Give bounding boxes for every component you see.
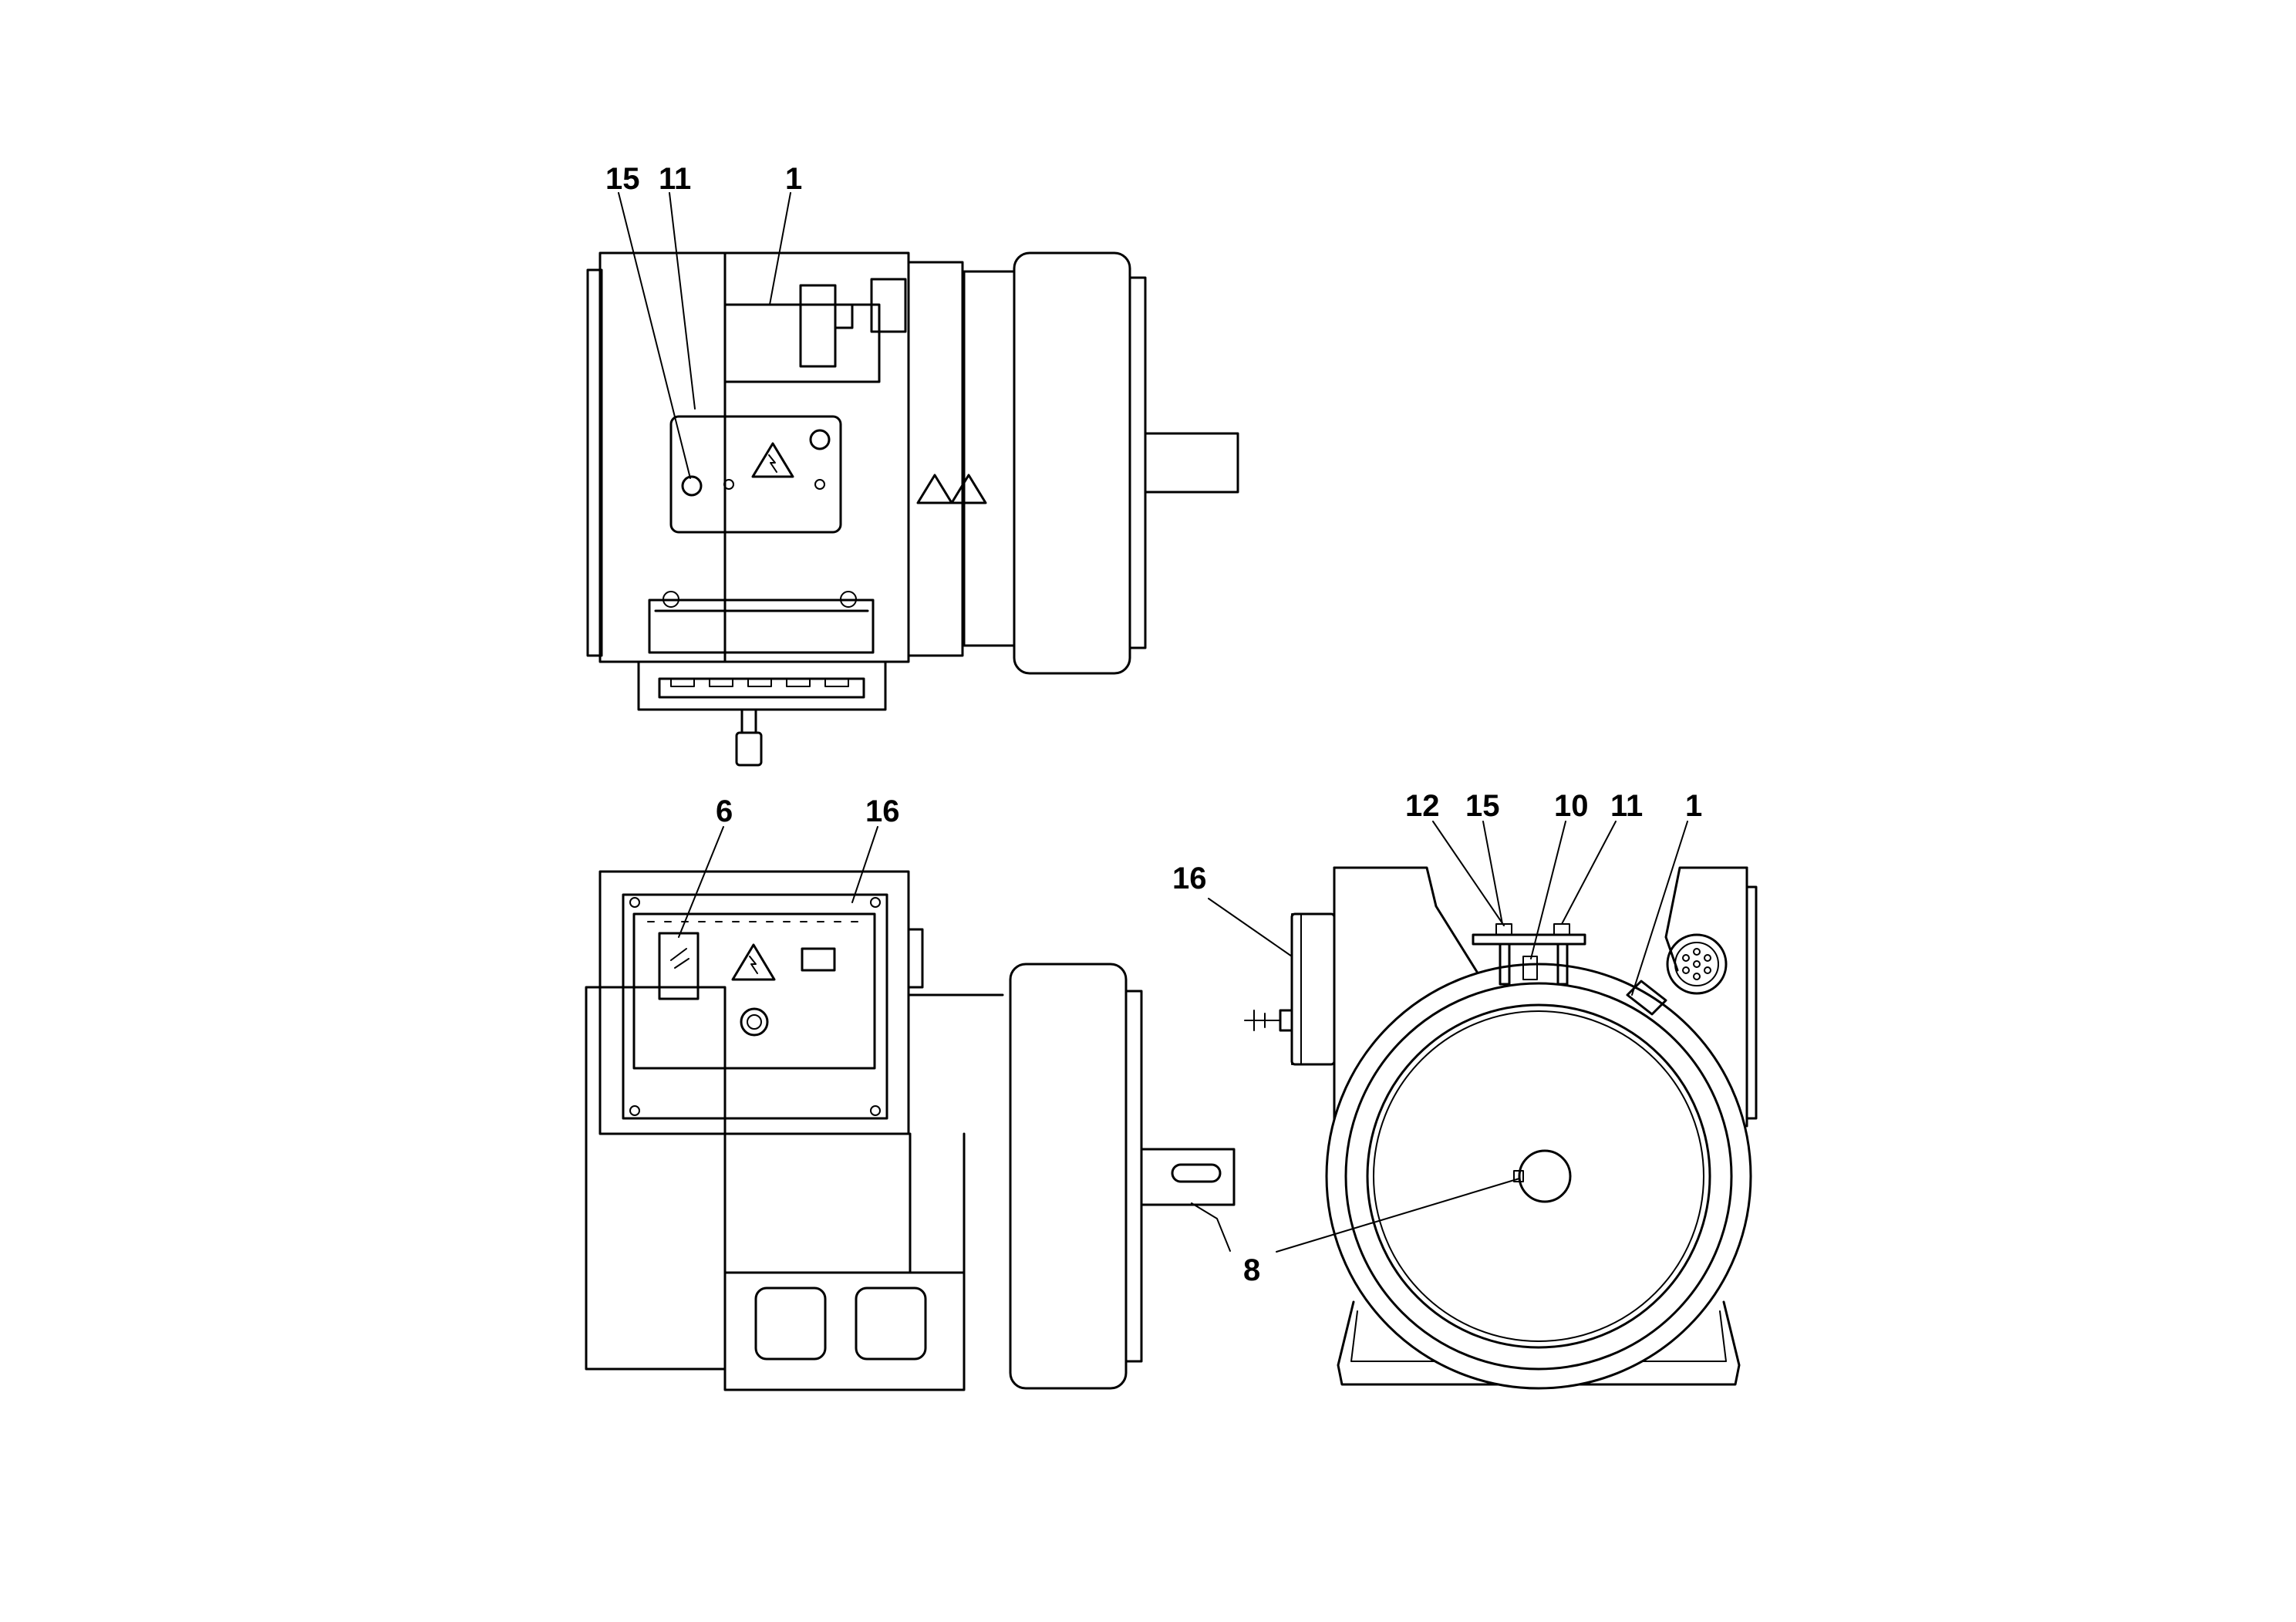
end-foot-right (1634, 1310, 1727, 1362)
end-callout-10: 10 (1554, 789, 1589, 823)
top-cover-plate (669, 415, 842, 534)
top-cover-screw-right (814, 479, 825, 490)
end-cable-clip (1626, 980, 1667, 1016)
top-high-voltage-warning-icon (751, 442, 794, 478)
side-high-voltage-warning-icon (731, 943, 776, 981)
side-gland (907, 928, 924, 989)
top-shaft (1144, 432, 1239, 494)
top-cover-bolt (809, 429, 831, 450)
end-inner-face-edge (1373, 1010, 1704, 1342)
top-key-stem (740, 708, 757, 734)
end-post-left (1499, 943, 1511, 986)
end-outer-ring (1325, 963, 1752, 1390)
side-rotor-drum (1009, 963, 1128, 1390)
side-switch-6 (658, 932, 700, 1000)
top-terminal-bar (658, 677, 865, 699)
end-housing-lip (1745, 885, 1758, 1120)
side-callout-16: 16 (865, 794, 900, 828)
top-terminal-recess (723, 303, 881, 383)
side-panel-screw-br (870, 1105, 881, 1116)
side-vent-left (754, 1286, 827, 1361)
side-housing-upper (598, 870, 910, 1135)
side-panel-screw-tr (870, 897, 881, 908)
side-callout-6: 6 (716, 794, 733, 828)
top-flange-body (907, 261, 964, 657)
end-terminal-box-edge (1291, 913, 1302, 1065)
top-terminal-teeth (670, 678, 849, 687)
side-control-panel-outer (622, 893, 888, 1120)
top-callout-11: 11 (659, 162, 691, 196)
side-housing-lower (585, 986, 727, 1371)
end-foot-left (1350, 1310, 1435, 1362)
top-flange-ring (963, 270, 1016, 647)
top-cover-bolt-15 (681, 475, 703, 497)
top-end-plate-left (586, 268, 603, 657)
end-terminal-box-16 (1290, 912, 1336, 1066)
end-housing-top (1333, 866, 1748, 973)
end-shaft-key-8 (1513, 1170, 1524, 1182)
end-cable-stub (1244, 1010, 1281, 1031)
top-cover-screw-left (723, 479, 734, 490)
end-gland (1279, 1009, 1293, 1032)
end-inner-face (1366, 1003, 1711, 1349)
side-indicator-window (801, 947, 836, 972)
side-control-panel (632, 912, 876, 1070)
end-view (1244, 866, 1758, 1390)
end-callout-16: 16 (1172, 862, 1207, 895)
top-side-warning-icon (916, 474, 953, 504)
top-cable-gland (870, 278, 907, 333)
end-connector-inner (1674, 942, 1719, 986)
end-post-right (1556, 943, 1569, 986)
top-clamp-nut (834, 303, 854, 329)
top-callout-15: 15 (605, 162, 640, 196)
end-connector-socket-icon (1666, 933, 1728, 995)
end-connector-pins (1682, 948, 1711, 980)
leader-lines (618, 192, 1688, 1253)
side-knob (740, 1007, 769, 1037)
end-callout-8: 8 (1243, 1253, 1260, 1287)
top-rotor-drum (1013, 251, 1131, 675)
end-callout-15: 15 (1465, 789, 1500, 823)
side-base-block (723, 1271, 966, 1391)
end-shaft (1518, 1149, 1572, 1203)
top-terminal-box (648, 599, 875, 654)
top-stud-left (663, 591, 679, 608)
top-drum-lip (1128, 276, 1147, 649)
end-nut-left (1495, 923, 1512, 936)
top-callout-1: 1 (785, 162, 802, 196)
side-panel-screw-bl (629, 1105, 640, 1116)
end-bracket (1472, 933, 1586, 946)
top-key-icon (735, 731, 763, 767)
side-shaft (1140, 1148, 1236, 1206)
end-callout-11: 11 (1610, 789, 1643, 823)
side-bolt-glyph (749, 956, 758, 974)
side-drum-lip (1124, 990, 1143, 1363)
side-key-icon (670, 948, 689, 969)
side-view (585, 870, 1236, 1391)
side-vent-right (855, 1286, 927, 1361)
top-clamp (799, 284, 837, 368)
top-bolt-glyph (768, 454, 777, 473)
end-callout-1: 1 (1685, 789, 1702, 823)
end-nut-right (1553, 923, 1570, 936)
top-stud-right (840, 591, 857, 608)
end-flange-ring (1344, 982, 1733, 1371)
top-terminal-strip (637, 660, 887, 711)
end-clamp-10 (1522, 956, 1538, 980)
side-panel-screw-tl (629, 897, 640, 908)
top-side-warning-triangle-icon (950, 474, 987, 504)
side-knob-inner (747, 1014, 762, 1030)
side-shaft-keyway (1171, 1163, 1222, 1183)
end-callout-12: 12 (1405, 789, 1440, 823)
top-view (586, 251, 1239, 767)
callout-labels: 15 11 1 6 16 12 15 10 11 1 16 8 (605, 162, 1702, 1287)
